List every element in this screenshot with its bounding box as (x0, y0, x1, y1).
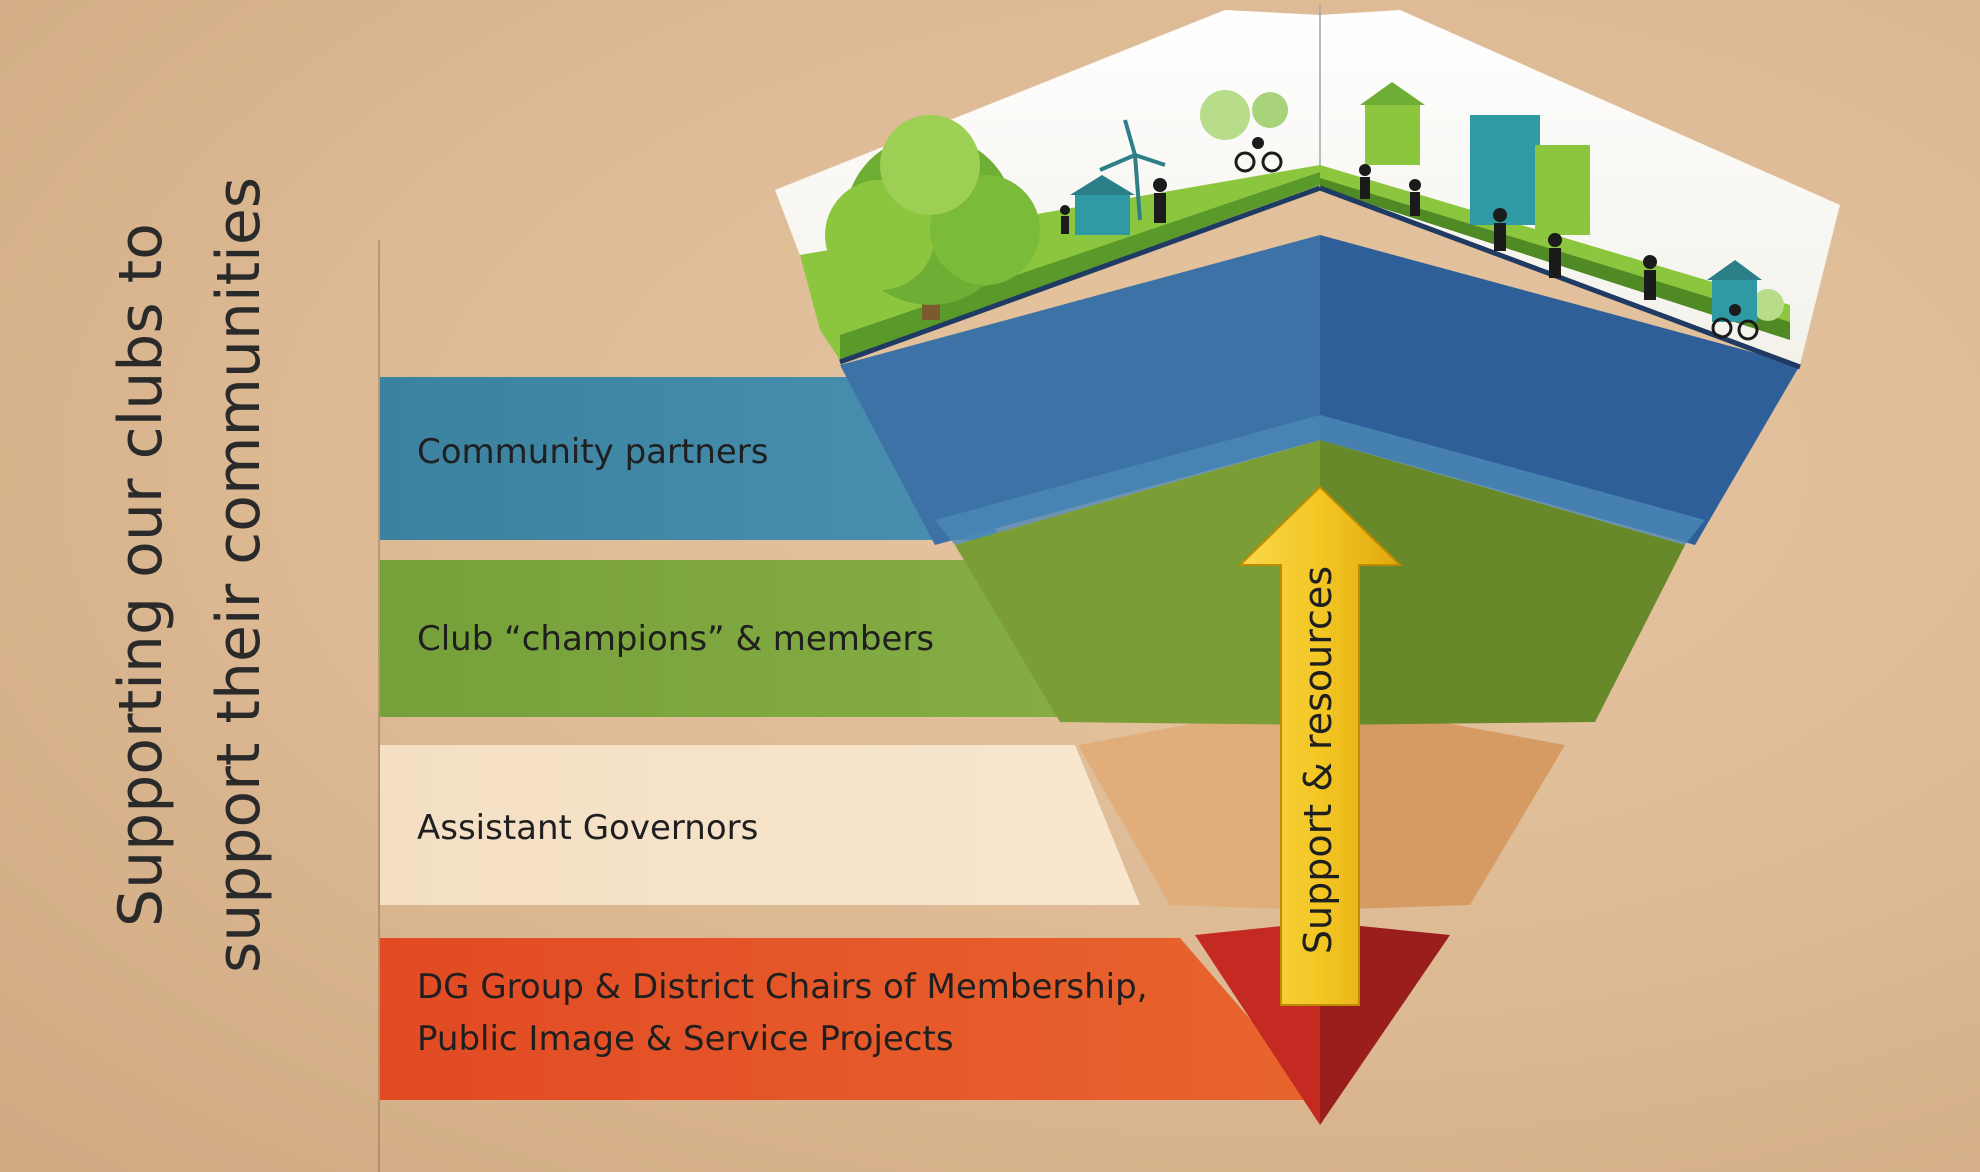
band-dg-group (380, 938, 1320, 1100)
people-silhouettes (1060, 137, 1759, 341)
wind-turbine-icon (1099, 119, 1166, 221)
label-dg-group-line-1: DG Group & District Chairs of Membership… (417, 967, 1148, 1007)
funnel-tan-left (1078, 700, 1320, 910)
label-dg-group-line-2: Public Image & Service Projects (417, 1019, 954, 1059)
funnel-blue-rim (935, 415, 1705, 545)
houses-illustration (1070, 82, 1762, 322)
arrow-label: Support & resources (1296, 565, 1340, 955)
label-club-champions: Club “champions” & members (417, 619, 935, 659)
funnel-green-right (1320, 440, 1685, 725)
funnel-green-left (955, 440, 1320, 725)
grass-left-dark (840, 172, 1320, 360)
title-divider (378, 240, 380, 1172)
ground-edge-left (839, 185, 1321, 365)
label-assistant-governors: Assistant Governors (417, 808, 759, 848)
band-community-partners (380, 377, 1000, 540)
band-assistant-governors (380, 745, 1140, 905)
band-club-champions (380, 560, 1060, 717)
label-dg-group: DG Group & District Chairs of Membership… (417, 961, 1148, 1065)
label-community-partners: Community partners (417, 432, 769, 472)
funnel-tan-right (1320, 700, 1565, 910)
support-arrow (1237, 485, 1403, 1006)
tree-illustration (825, 90, 1784, 321)
